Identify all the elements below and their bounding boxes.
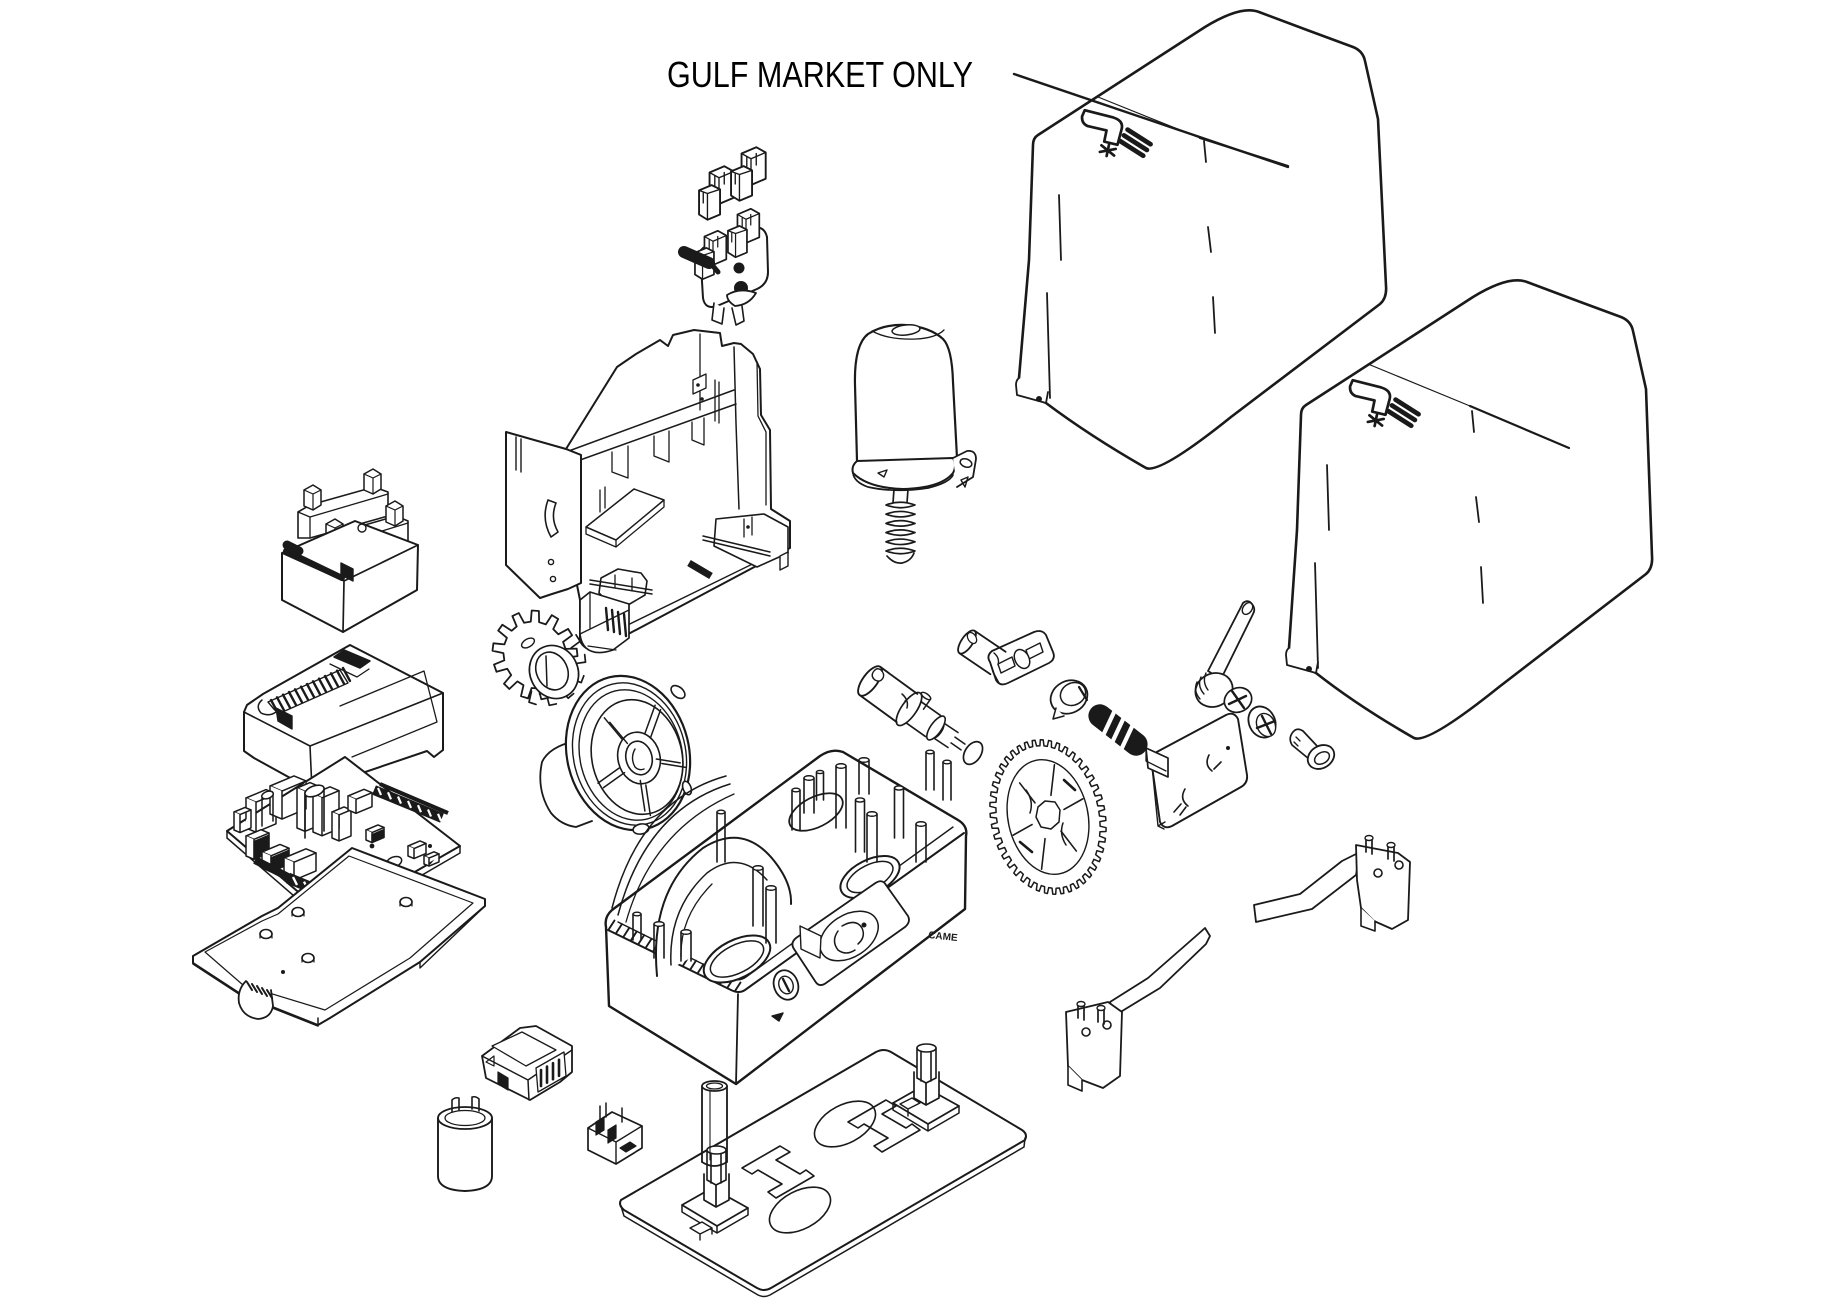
svg-text:GULF MARKET ONLY: GULF MARKET ONLY: [667, 54, 973, 95]
svg-text:CAME: CAME: [928, 930, 959, 944]
